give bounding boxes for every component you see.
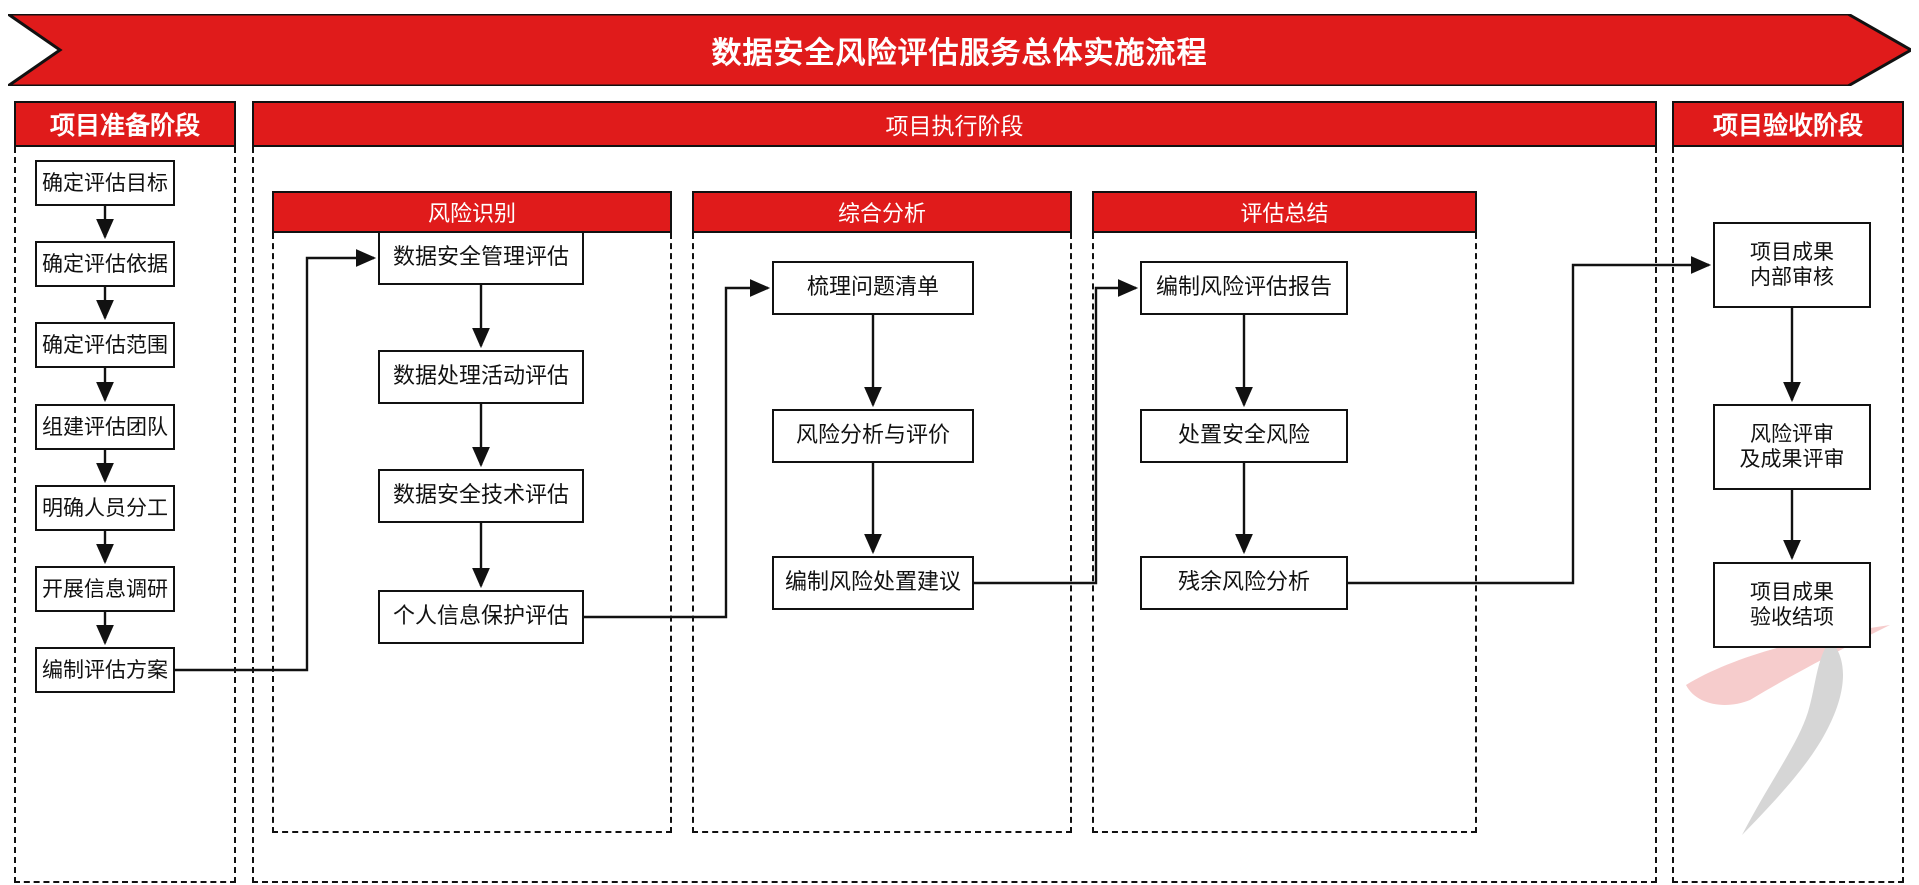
node-risk-id-1[interactable]: 数据安全管理评估 bbox=[378, 231, 584, 285]
phase-acceptance: 项目验收阶段 bbox=[1672, 101, 1904, 883]
node-prepare-1[interactable]: 确定评估目标 bbox=[35, 160, 175, 206]
subgroup-risk-identification-body bbox=[272, 233, 672, 833]
node-accept-2[interactable]: 风险评审 及成果评审 bbox=[1713, 404, 1871, 490]
subgroup-assessment-summary-header: 评估总结 bbox=[1092, 191, 1477, 233]
phase-execute-header: 项目执行阶段 bbox=[252, 101, 1657, 147]
node-prepare-7[interactable]: 编制评估方案 bbox=[35, 647, 175, 693]
node-prepare-6[interactable]: 开展信息调研 bbox=[35, 566, 175, 612]
node-prepare-3[interactable]: 确定评估范围 bbox=[35, 322, 175, 368]
title-banner: 数据安全风险评估服务总体实施流程 bbox=[8, 14, 1911, 86]
subgroup-comprehensive-analysis-header: 综合分析 bbox=[692, 191, 1072, 233]
phase-acceptance-header: 项目验收阶段 bbox=[1672, 101, 1904, 147]
subgroup-assessment-summary-body bbox=[1092, 233, 1477, 833]
node-analysis-1[interactable]: 梳理问题清单 bbox=[772, 261, 974, 315]
node-analysis-2[interactable]: 风险分析与评价 bbox=[772, 409, 974, 463]
node-accept-1[interactable]: 项目成果 内部审核 bbox=[1713, 222, 1871, 308]
node-summary-2[interactable]: 处置安全风险 bbox=[1140, 409, 1348, 463]
page-title: 数据安全风险评估服务总体实施流程 bbox=[711, 36, 1208, 71]
phase-prepare: 项目准备阶段 bbox=[14, 101, 236, 883]
node-prepare-4[interactable]: 组建评估团队 bbox=[35, 404, 175, 450]
node-accept-3[interactable]: 项目成果 验收结项 bbox=[1713, 562, 1871, 648]
subgroup-risk-identification-header: 风险识别 bbox=[272, 191, 672, 233]
node-prepare-2[interactable]: 确定评估依据 bbox=[35, 241, 175, 287]
subgroup-comprehensive-analysis-body bbox=[692, 233, 1072, 833]
node-analysis-3[interactable]: 编制风险处置建议 bbox=[772, 556, 974, 610]
subgroup-risk-identification: 风险识别 bbox=[272, 191, 672, 833]
phase-execute: 项目执行阶段 bbox=[252, 101, 1657, 883]
node-risk-id-4[interactable]: 个人信息保护评估 bbox=[378, 590, 584, 644]
node-risk-id-2[interactable]: 数据处理活动评估 bbox=[378, 350, 584, 404]
node-risk-id-3[interactable]: 数据安全技术评估 bbox=[378, 469, 584, 523]
node-summary-1[interactable]: 编制风险评估报告 bbox=[1140, 261, 1348, 315]
node-prepare-5[interactable]: 明确人员分工 bbox=[35, 485, 175, 531]
node-summary-3[interactable]: 残余风险分析 bbox=[1140, 556, 1348, 610]
phase-prepare-header: 项目准备阶段 bbox=[14, 101, 236, 147]
